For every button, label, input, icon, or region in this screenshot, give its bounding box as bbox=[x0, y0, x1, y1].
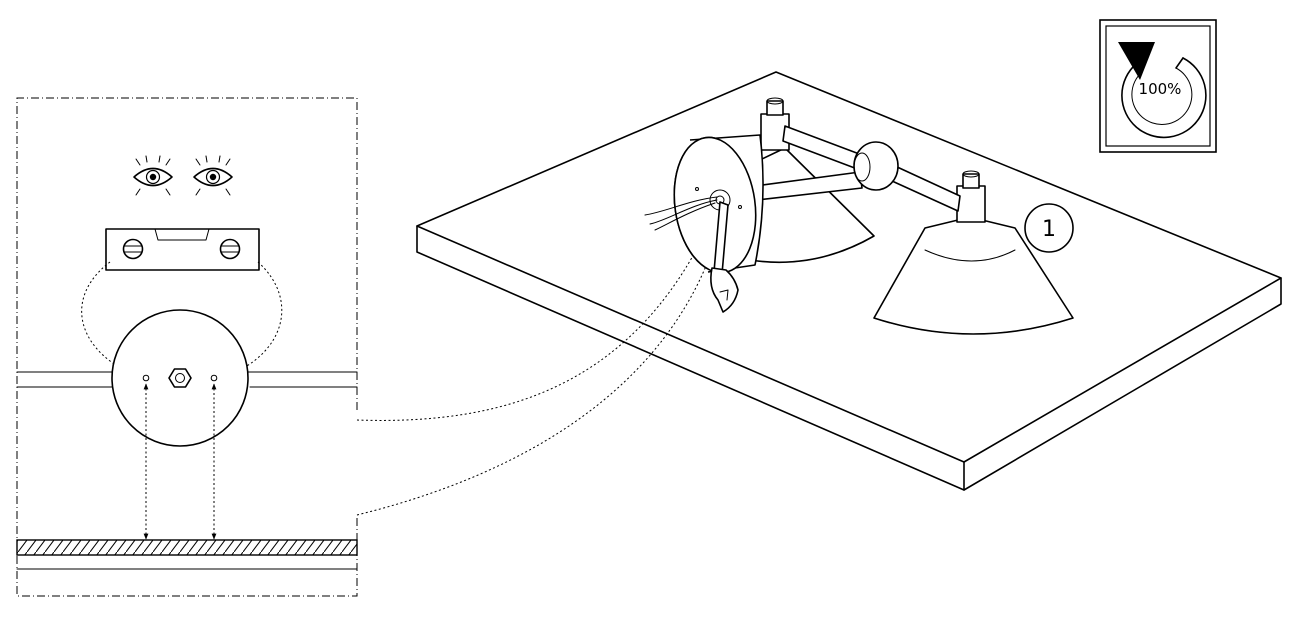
eye-right-icon bbox=[193, 155, 233, 196]
detail-inset bbox=[16, 97, 358, 597]
step-number-callout: 1 bbox=[1024, 203, 1074, 253]
eye-left-icon bbox=[133, 155, 173, 196]
screw-hole-right bbox=[210, 374, 218, 382]
hex-nut-icon bbox=[168, 368, 192, 388]
wall-rail bbox=[16, 371, 358, 388]
step-number: 1 bbox=[1042, 217, 1056, 242]
wrench-icon bbox=[710, 201, 739, 313]
hatched-surface bbox=[16, 539, 358, 570]
inset-boundary bbox=[16, 97, 358, 597]
zoom-badge: 100% bbox=[1099, 19, 1217, 153]
canopy bbox=[644, 134, 764, 274]
leader-line-upper bbox=[356, 204, 719, 421]
fixture-arms bbox=[754, 125, 961, 212]
zoom-label: 100% bbox=[1139, 80, 1182, 98]
leader-line-lower bbox=[356, 209, 725, 516]
mounting-plate bbox=[111, 309, 249, 447]
board-top bbox=[416, 71, 1282, 463]
board-with-fixture: 1 bbox=[416, 71, 1282, 491]
shade-front bbox=[873, 170, 1074, 335]
rotate-full-turn-icon bbox=[1118, 42, 1207, 139]
screw-hole-left bbox=[142, 374, 150, 382]
spirit-level-icon bbox=[105, 228, 260, 271]
